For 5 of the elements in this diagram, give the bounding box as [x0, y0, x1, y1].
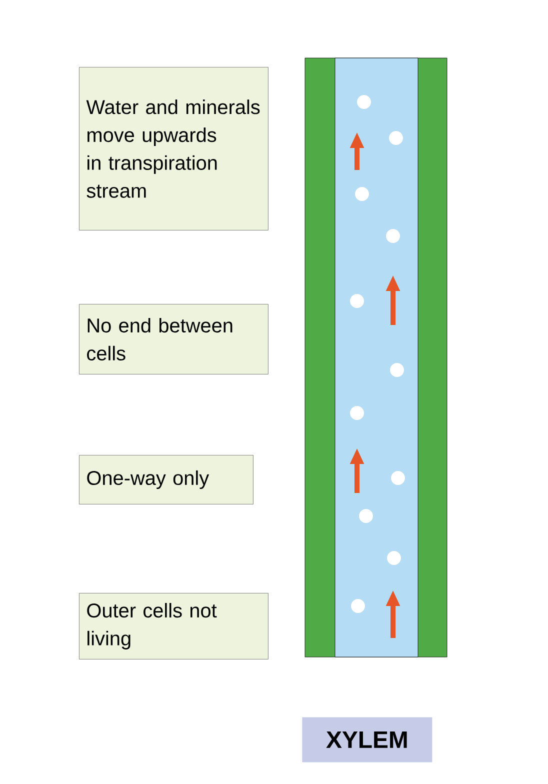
note-box: Water and minerals move upwards in transpiration stream: [79, 67, 268, 230]
note-box: No end between cells: [79, 304, 268, 374]
title-box: XYLEM: [302, 717, 432, 762]
note-box: One-way only: [79, 455, 254, 504]
note-box: Outer cells not living: [79, 593, 268, 660]
